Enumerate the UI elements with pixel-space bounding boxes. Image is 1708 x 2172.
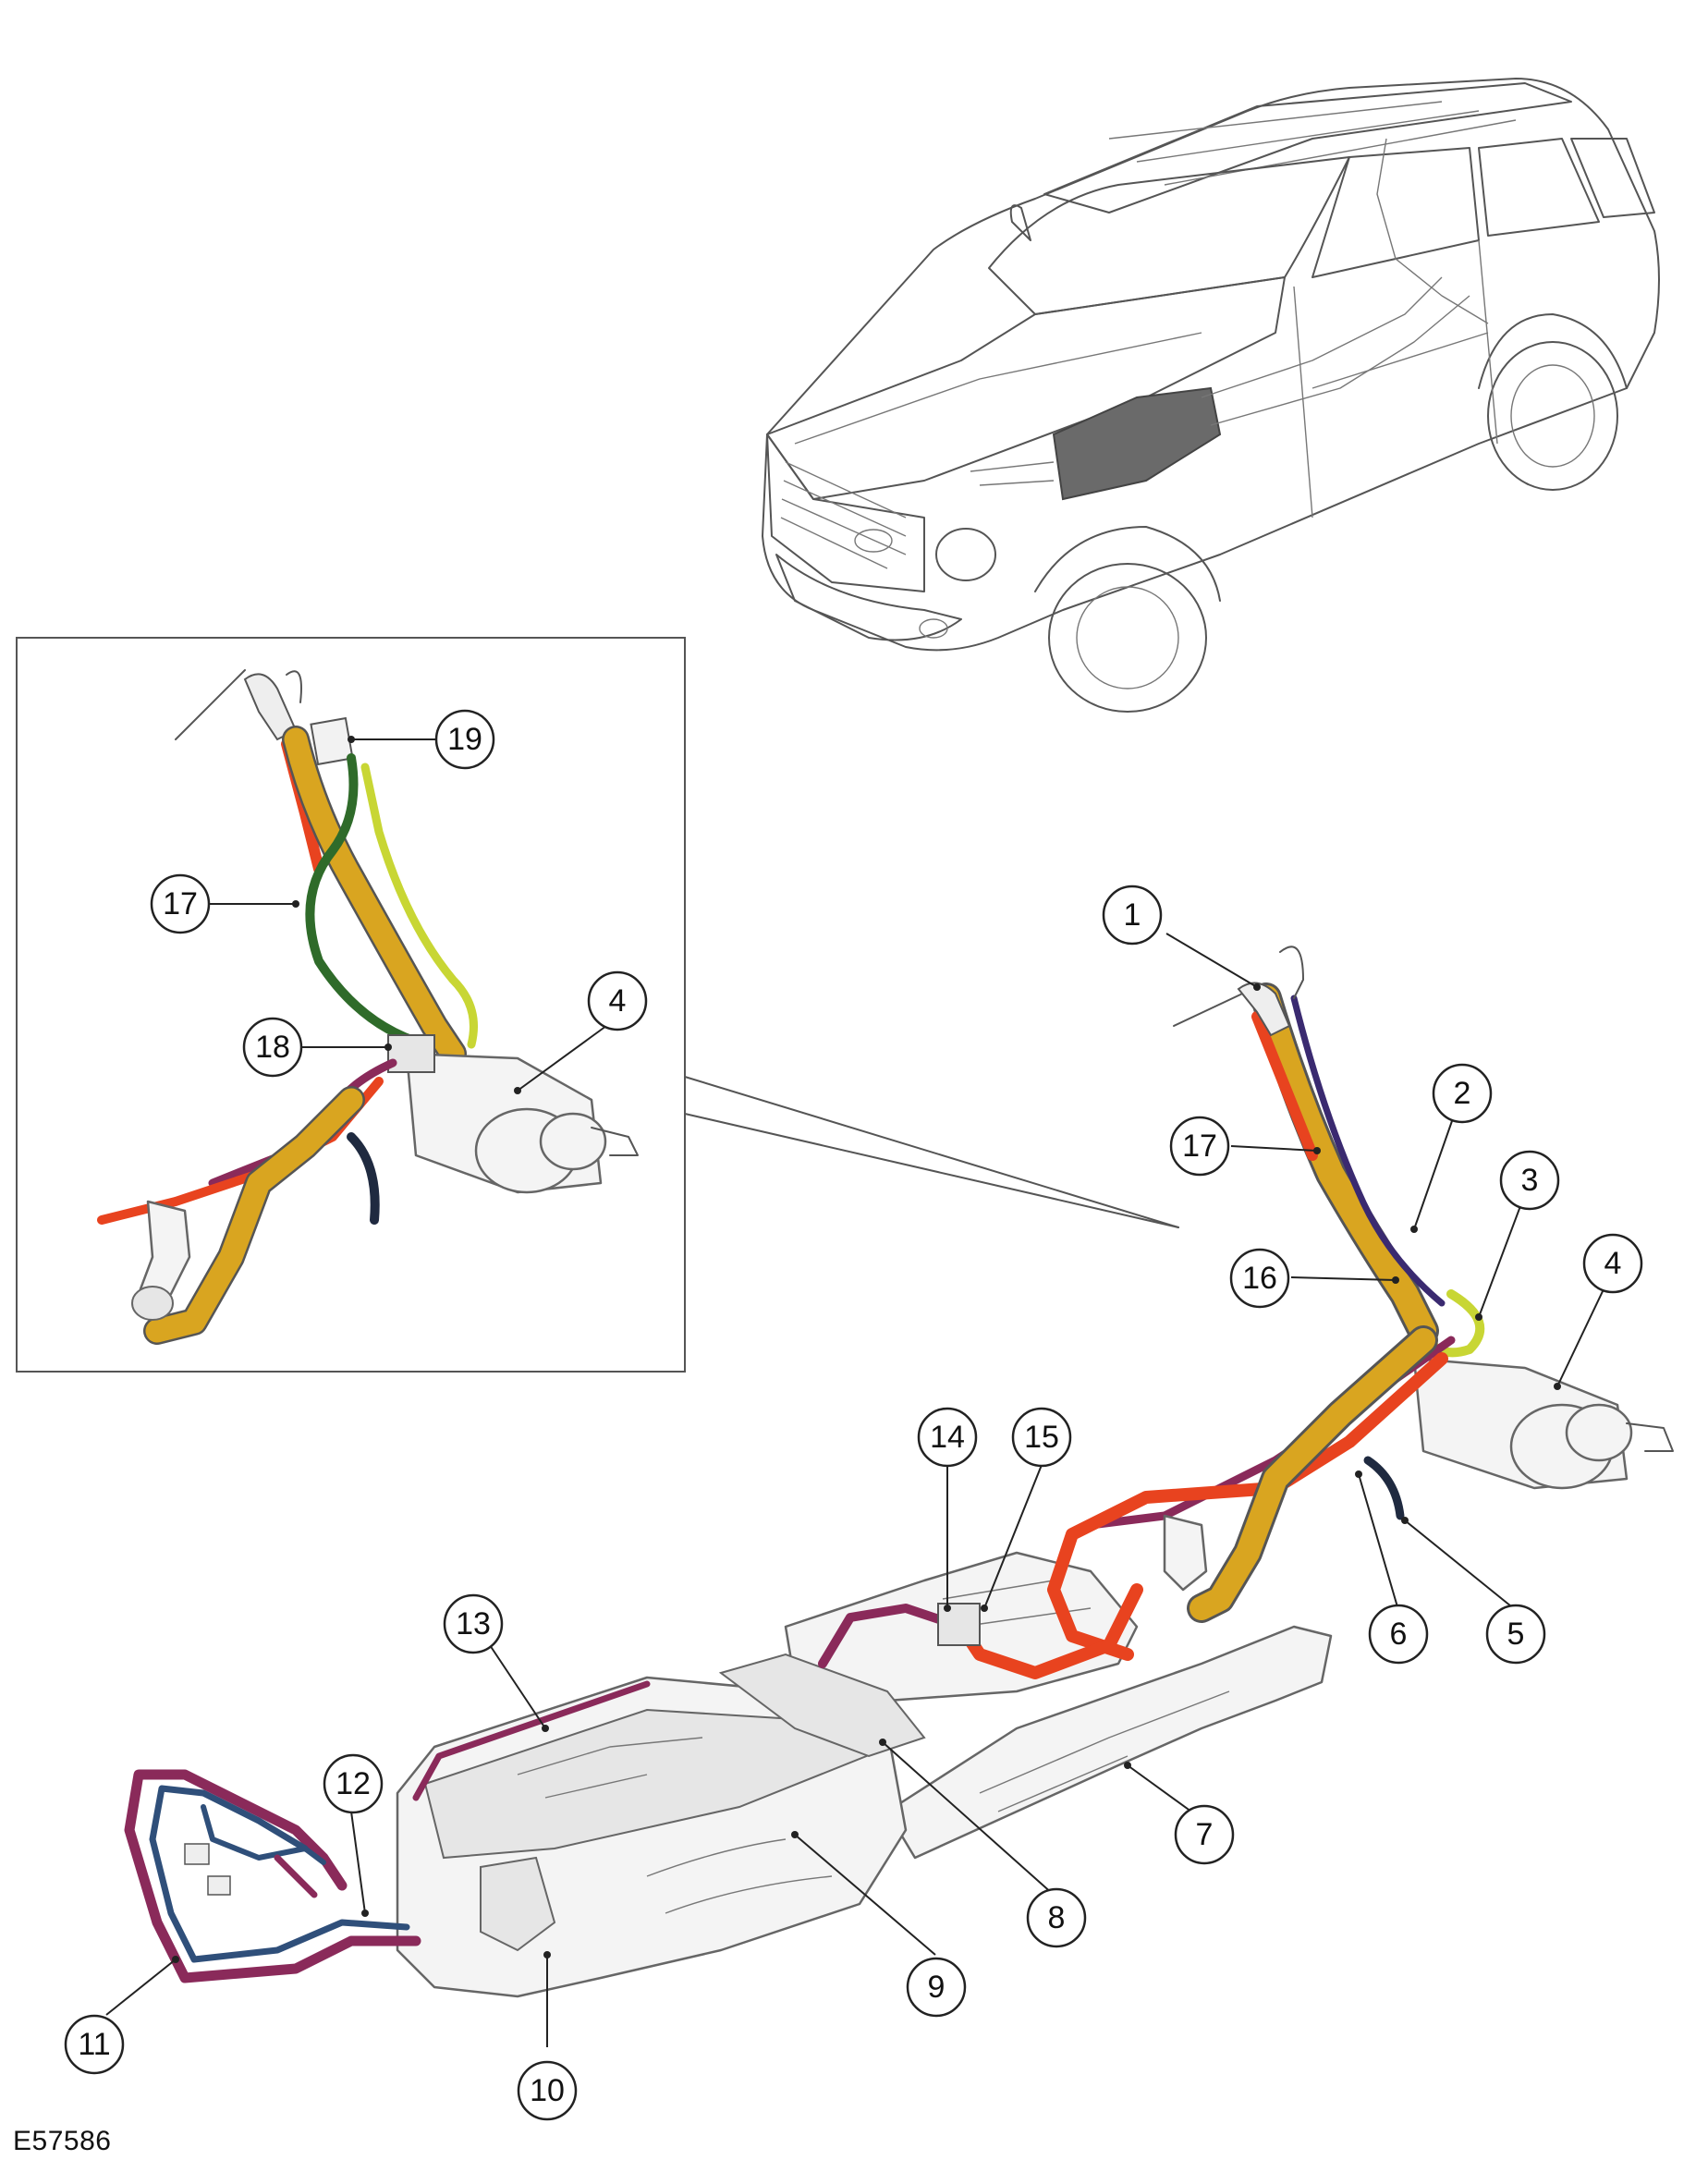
- svg-text:8: 8: [1048, 1900, 1066, 1935]
- svg-text:17: 17: [1182, 1129, 1217, 1164]
- fuel-system-assembly: [124, 946, 1674, 1998]
- svg-text:13: 13: [456, 1606, 491, 1641]
- detail-inset: [16, 637, 1179, 1373]
- inset-callout-17: 17: [150, 873, 211, 934]
- callout-1: 1: [1102, 885, 1163, 946]
- callout-4: 4: [1582, 1233, 1643, 1294]
- svg-text:4: 4: [609, 983, 627, 1019]
- svg-text:19: 19: [447, 722, 482, 757]
- inset-callout-4: 4: [587, 970, 648, 1031]
- svg-text:11: 11: [78, 2027, 110, 2062]
- callout-10: 10: [517, 2060, 578, 2121]
- svg-text:7: 7: [1196, 1817, 1214, 1852]
- vehicle-illustration: [762, 78, 1660, 713]
- svg-text:14: 14: [930, 1420, 965, 1455]
- svg-text:4: 4: [1604, 1246, 1622, 1281]
- callout-9: 9: [906, 1957, 967, 2018]
- figure-id-label: E57586: [13, 2126, 112, 2156]
- svg-text:3: 3: [1521, 1163, 1539, 1198]
- svg-text:9: 9: [928, 1970, 946, 2005]
- svg-text:2: 2: [1454, 1076, 1471, 1111]
- svg-text:6: 6: [1390, 1617, 1408, 1652]
- callout-12: 12: [323, 1753, 384, 1814]
- callout-6: 6: [1368, 1604, 1429, 1665]
- callout-15: 15: [1011, 1407, 1072, 1468]
- callout-5: 5: [1485, 1604, 1546, 1665]
- svg-text:12: 12: [336, 1766, 371, 1801]
- callout-14: 14: [917, 1407, 978, 1468]
- inset-callout-19: 19: [434, 709, 495, 770]
- callout-16: 16: [1229, 1248, 1290, 1309]
- callout-11: 11: [64, 2014, 125, 2075]
- callout-7: 7: [1174, 1804, 1235, 1865]
- callout-3: 3: [1499, 1150, 1560, 1211]
- callout-17: 17: [1169, 1116, 1230, 1177]
- svg-text:15: 15: [1024, 1420, 1059, 1455]
- svg-text:5: 5: [1507, 1617, 1525, 1652]
- callout-2: 2: [1432, 1063, 1493, 1124]
- svg-text:10: 10: [530, 2073, 565, 2108]
- svg-text:1: 1: [1124, 897, 1141, 933]
- svg-text:18: 18: [255, 1030, 290, 1065]
- callout-13: 13: [443, 1593, 504, 1654]
- inset-callout-18: 18: [242, 1017, 303, 1078]
- svg-text:16: 16: [1242, 1261, 1277, 1296]
- callout-8: 8: [1026, 1887, 1087, 1948]
- callouts: 1 2 3 4 5 6 7 8: [64, 709, 1643, 2121]
- svg-text:17: 17: [163, 886, 198, 921]
